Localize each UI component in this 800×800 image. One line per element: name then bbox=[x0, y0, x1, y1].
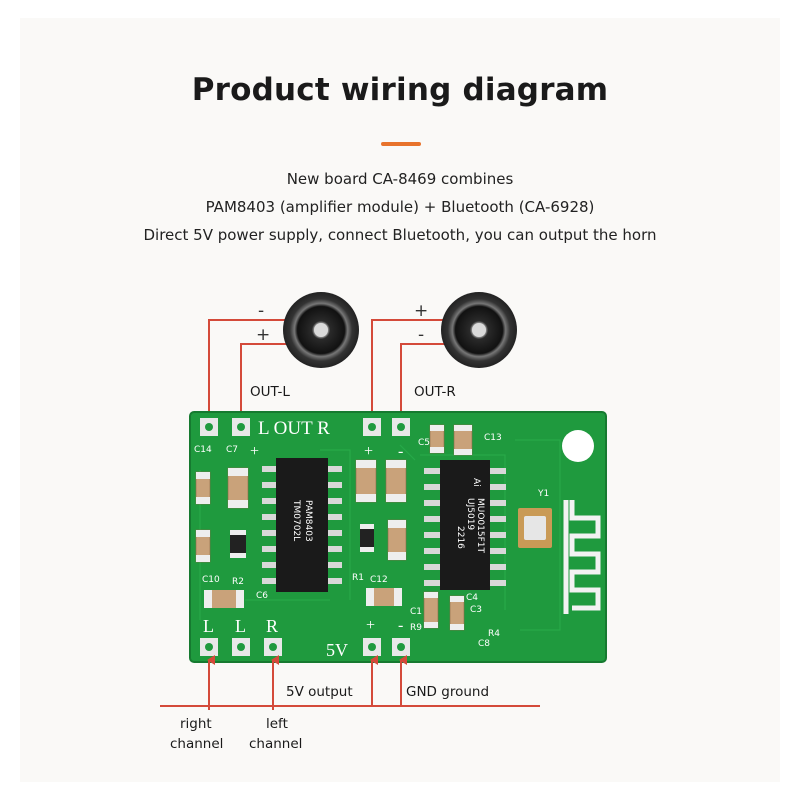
mounting-hole bbox=[562, 430, 594, 462]
chip-left-line1: PAM8403 bbox=[303, 500, 313, 542]
gnd-ground-label: GND ground bbox=[406, 684, 489, 700]
silk-l-out-r: L OUT R bbox=[258, 418, 330, 439]
label-c6: C6 bbox=[256, 591, 268, 601]
label-c7: C7 bbox=[226, 445, 238, 455]
label-c12: C12 bbox=[370, 575, 388, 585]
wire-right-plus bbox=[371, 319, 448, 425]
smd-components bbox=[195, 424, 473, 631]
label-y1: Y1 bbox=[537, 489, 549, 499]
chip-right-line2: MUO015F1T bbox=[475, 498, 485, 554]
five-v-output-label: 5V output bbox=[286, 684, 353, 700]
label-c14: C14 bbox=[194, 445, 212, 455]
label-c8: C8 bbox=[478, 639, 490, 649]
label-c1: C1 bbox=[410, 607, 422, 617]
left-channel-label-2: channel bbox=[249, 736, 302, 752]
silk-5v: 5V bbox=[326, 640, 348, 660]
out-l-label: OUT-L bbox=[250, 384, 290, 400]
wire-right-minus bbox=[400, 343, 448, 425]
silk-plus-bottom: + bbox=[366, 617, 375, 634]
wire-left-plus bbox=[240, 343, 292, 425]
chip-right-line4: 2216 bbox=[455, 526, 465, 549]
right-channel-label-2: channel bbox=[170, 736, 223, 752]
chip-left-line2: TM0702L bbox=[291, 499, 301, 541]
pcb-board: L OUT R + + - C14 C7 C5 C13 C10 R2 C6 R1… bbox=[189, 411, 607, 663]
title-accent-bar bbox=[381, 142, 421, 146]
left-plus-sign: + bbox=[256, 325, 270, 345]
top-pads bbox=[200, 418, 410, 436]
chip-pam8403: PAM8403 TM0702L bbox=[262, 458, 342, 592]
chip-right-line1: Ai bbox=[471, 478, 481, 487]
speaker-left-icon bbox=[283, 292, 359, 368]
silk-bottom-l2: L bbox=[235, 616, 246, 636]
right-minus-sign: - bbox=[418, 325, 424, 345]
bottom-pads bbox=[200, 638, 410, 656]
label-c13: C13 bbox=[484, 433, 502, 443]
description-line-1: New board CA-8469 combines bbox=[286, 170, 514, 188]
label-c3: C3 bbox=[470, 605, 482, 615]
silk-bottom-l1: L bbox=[203, 616, 214, 636]
label-c10: C10 bbox=[202, 575, 220, 585]
label-r4: R4 bbox=[488, 629, 500, 639]
label-r1: R1 bbox=[352, 573, 364, 583]
silk-minus-bottom: - bbox=[398, 617, 403, 634]
crystal-y1 bbox=[518, 508, 552, 548]
silk-minus-mid: - bbox=[398, 443, 403, 460]
right-plus-sign: + bbox=[414, 301, 428, 321]
description-line-2: PAM8403 (amplifier module) + Bluetooth (… bbox=[205, 198, 595, 216]
chip-bluetooth: Ai MUO015F1T UJ5019 2216 bbox=[424, 460, 506, 590]
wire-left-minus bbox=[208, 319, 292, 425]
top-wires bbox=[208, 319, 448, 425]
speaker-right-icon bbox=[441, 292, 517, 368]
label-r2: R2 bbox=[232, 577, 244, 587]
silk-plus-mid: + bbox=[364, 443, 373, 460]
bottom-wires bbox=[160, 655, 540, 710]
right-channel-label-1: right bbox=[180, 716, 212, 732]
silk-bottom-r: R bbox=[266, 616, 278, 636]
label-r9: R9 bbox=[410, 623, 422, 633]
out-r-label: OUT-R bbox=[414, 384, 456, 400]
left-minus-sign: - bbox=[258, 301, 264, 321]
antenna-trace bbox=[563, 500, 601, 614]
chip-right-line3: UJ5019 bbox=[465, 498, 475, 530]
left-channel-label-1: left bbox=[266, 716, 288, 732]
description-line-3: Direct 5V power supply, connect Bluetoot… bbox=[143, 226, 657, 244]
page-title: Product wiring diagram bbox=[191, 72, 609, 108]
label-c5: C5 bbox=[418, 438, 430, 448]
label-c4: C4 bbox=[466, 593, 478, 603]
silk-plus-left: + bbox=[250, 443, 259, 460]
